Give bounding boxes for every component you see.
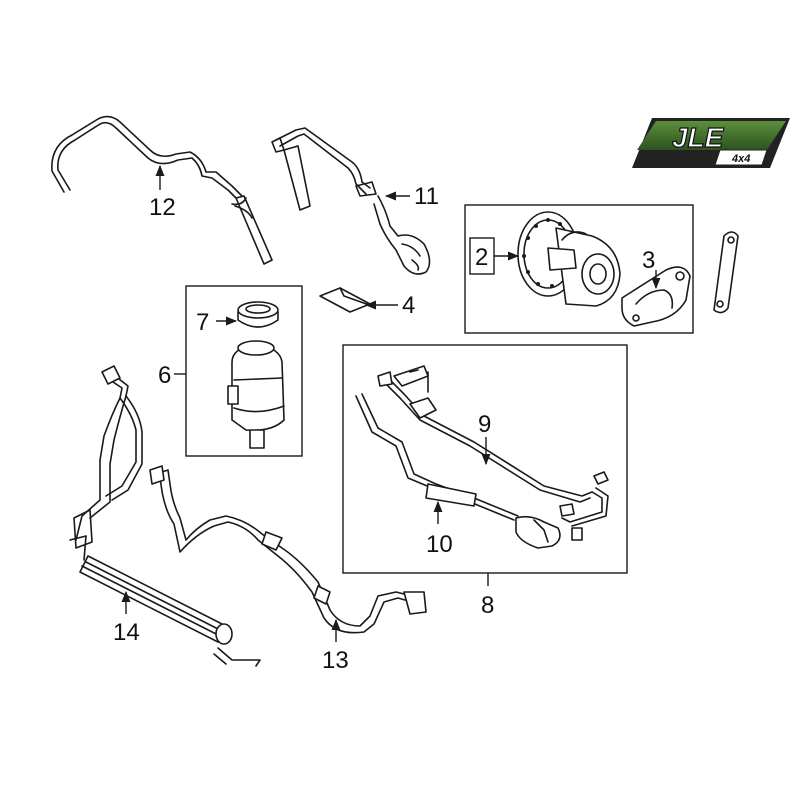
logo-main-text: JLE xyxy=(672,122,725,153)
callout-9: 9 xyxy=(478,411,491,438)
pump-group-box xyxy=(464,204,694,334)
callout-2: 2 xyxy=(475,244,488,271)
callout-numbers: 12 11 2 3 4 7 6 9 10 8 14 13 xyxy=(113,183,655,674)
part-6-reservoir xyxy=(227,340,285,449)
part-2-pump xyxy=(517,211,621,307)
callout-6: 6 xyxy=(158,362,171,389)
part-11-hose xyxy=(271,127,431,275)
callout-10: 10 xyxy=(426,531,453,558)
callout-11: 11 xyxy=(414,183,439,210)
part-10-line xyxy=(355,393,583,549)
part-7-cap xyxy=(237,301,279,328)
jle-logo: JLE 4x4 xyxy=(632,118,790,168)
part-14-cooler xyxy=(69,365,261,667)
callout-3: 3 xyxy=(642,247,655,274)
part-9-line xyxy=(377,365,609,527)
callout-8: 8 xyxy=(481,592,494,619)
callout-13: 13 xyxy=(322,647,349,674)
leader-lines xyxy=(121,164,661,642)
part-12-hose xyxy=(51,115,273,265)
part-3-bracket xyxy=(621,266,691,327)
callout-4: 4 xyxy=(402,292,415,319)
reservoir-group-box xyxy=(185,285,303,457)
callout-14: 14 xyxy=(113,619,140,646)
part-4-pad xyxy=(319,287,373,313)
logo-sub-text: 4x4 xyxy=(731,153,750,165)
callout-7: 7 xyxy=(196,309,209,336)
strap-bracket xyxy=(713,231,739,314)
lines-group-box xyxy=(342,344,628,574)
callout-12: 12 xyxy=(149,194,176,221)
